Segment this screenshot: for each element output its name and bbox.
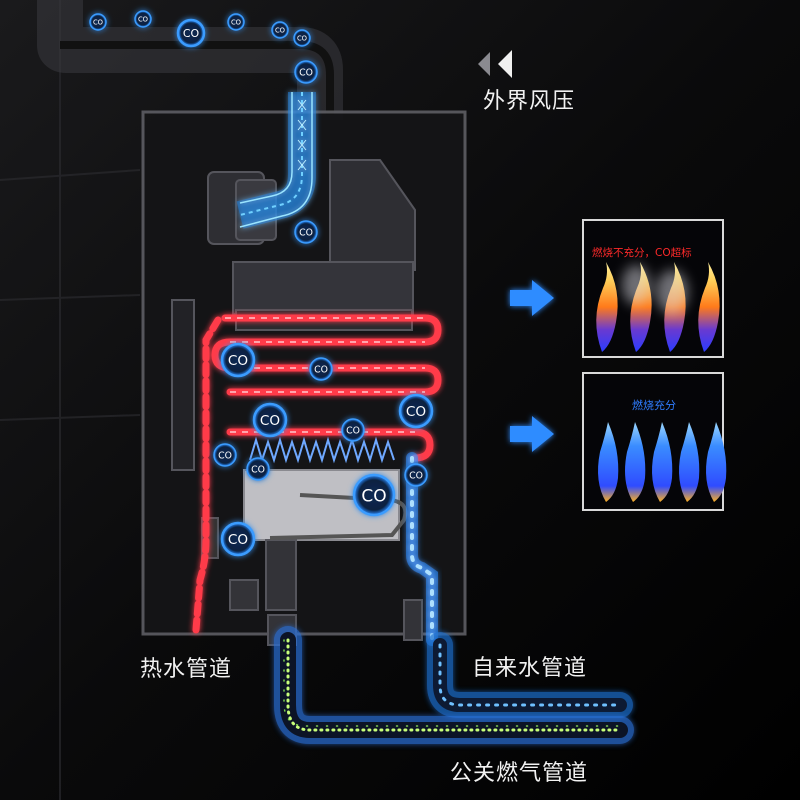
gas-pipe — [274, 626, 634, 744]
co-bubble-label: CO — [409, 471, 423, 482]
co-bubble: CO — [271, 21, 289, 39]
co-bubble-label: CO — [297, 35, 307, 43]
wind-pressure-label: 外界风压 — [483, 89, 575, 114]
tap-water-pipe — [427, 632, 633, 718]
co-bubble-label: CO — [275, 27, 285, 35]
co-bubble-label: CO — [346, 426, 360, 437]
co-bubble: CO — [246, 457, 270, 481]
co-bubble: CO — [341, 418, 365, 442]
co-bubble-label: CO — [93, 19, 103, 27]
co-bubble: CO — [227, 13, 245, 31]
co-bubble-label: CO — [183, 27, 200, 40]
tap-water-pipe-label: 自来水管道 — [472, 656, 587, 681]
burner-row — [249, 436, 395, 464]
co-bubble: CO — [134, 10, 152, 28]
co-bubble-label: CO — [299, 68, 313, 79]
gas-pipe-label: 公关燃气管道 — [450, 761, 588, 786]
co-bubbles: CO CO CO CO CO CO CO CO CO CO CO CO CO CO CO CO CO CO — [89, 10, 434, 557]
co-bubble: CO — [398, 393, 434, 429]
co-bubble: CO — [89, 13, 107, 31]
co-bubble-label: CO — [218, 451, 232, 462]
co-bubble: CO — [309, 357, 333, 381]
arrow-right-icon — [510, 280, 554, 316]
co-bubble-label: CO — [228, 532, 248, 548]
co-bubble-label: CO — [251, 465, 265, 476]
complete-combustion-label: 燃烧充分 — [632, 398, 676, 412]
arrow-right-icon — [510, 416, 554, 452]
co-bubble-label: CO — [361, 486, 386, 506]
co-bubble: CO — [220, 521, 256, 557]
co-bubble-label: CO — [260, 413, 280, 429]
complete-combustion-panel: 燃烧充分 — [582, 372, 727, 511]
co-bubble-label: CO — [406, 404, 426, 420]
co-bubble: CO — [176, 18, 206, 48]
blue-flame-icons — [598, 422, 727, 502]
co-bubble: CO — [294, 220, 318, 244]
background-wall-lines — [0, 0, 141, 800]
co-bubble: CO — [213, 443, 237, 467]
cold-water-inner-pipe — [406, 452, 438, 646]
co-bubble: CO — [404, 463, 428, 487]
co-bubble-label: CO — [299, 228, 313, 239]
co-bubble-label: CO — [228, 353, 248, 369]
co-bubble-label: CO — [314, 365, 328, 376]
co-bubble: CO — [252, 402, 288, 438]
co-bubble-label: CO — [138, 16, 148, 24]
co-bubble-label: CO — [231, 19, 241, 27]
incomplete-combustion-label: 燃烧不充分，CO超标 — [592, 246, 692, 259]
hot-water-pipe-label: 热水管道 — [140, 657, 232, 682]
hot-water-coil — [192, 314, 442, 634]
co-bubble: CO — [293, 29, 311, 47]
co-bubble: CO — [352, 473, 396, 517]
co-bubble: CO — [294, 60, 318, 84]
chevron-left-icon — [478, 50, 512, 78]
co-bubble: CO — [220, 342, 256, 378]
incomplete-combustion-panel: 燃烧不充分，CO超标 — [582, 219, 724, 358]
air-intake-duct — [236, 92, 316, 229]
